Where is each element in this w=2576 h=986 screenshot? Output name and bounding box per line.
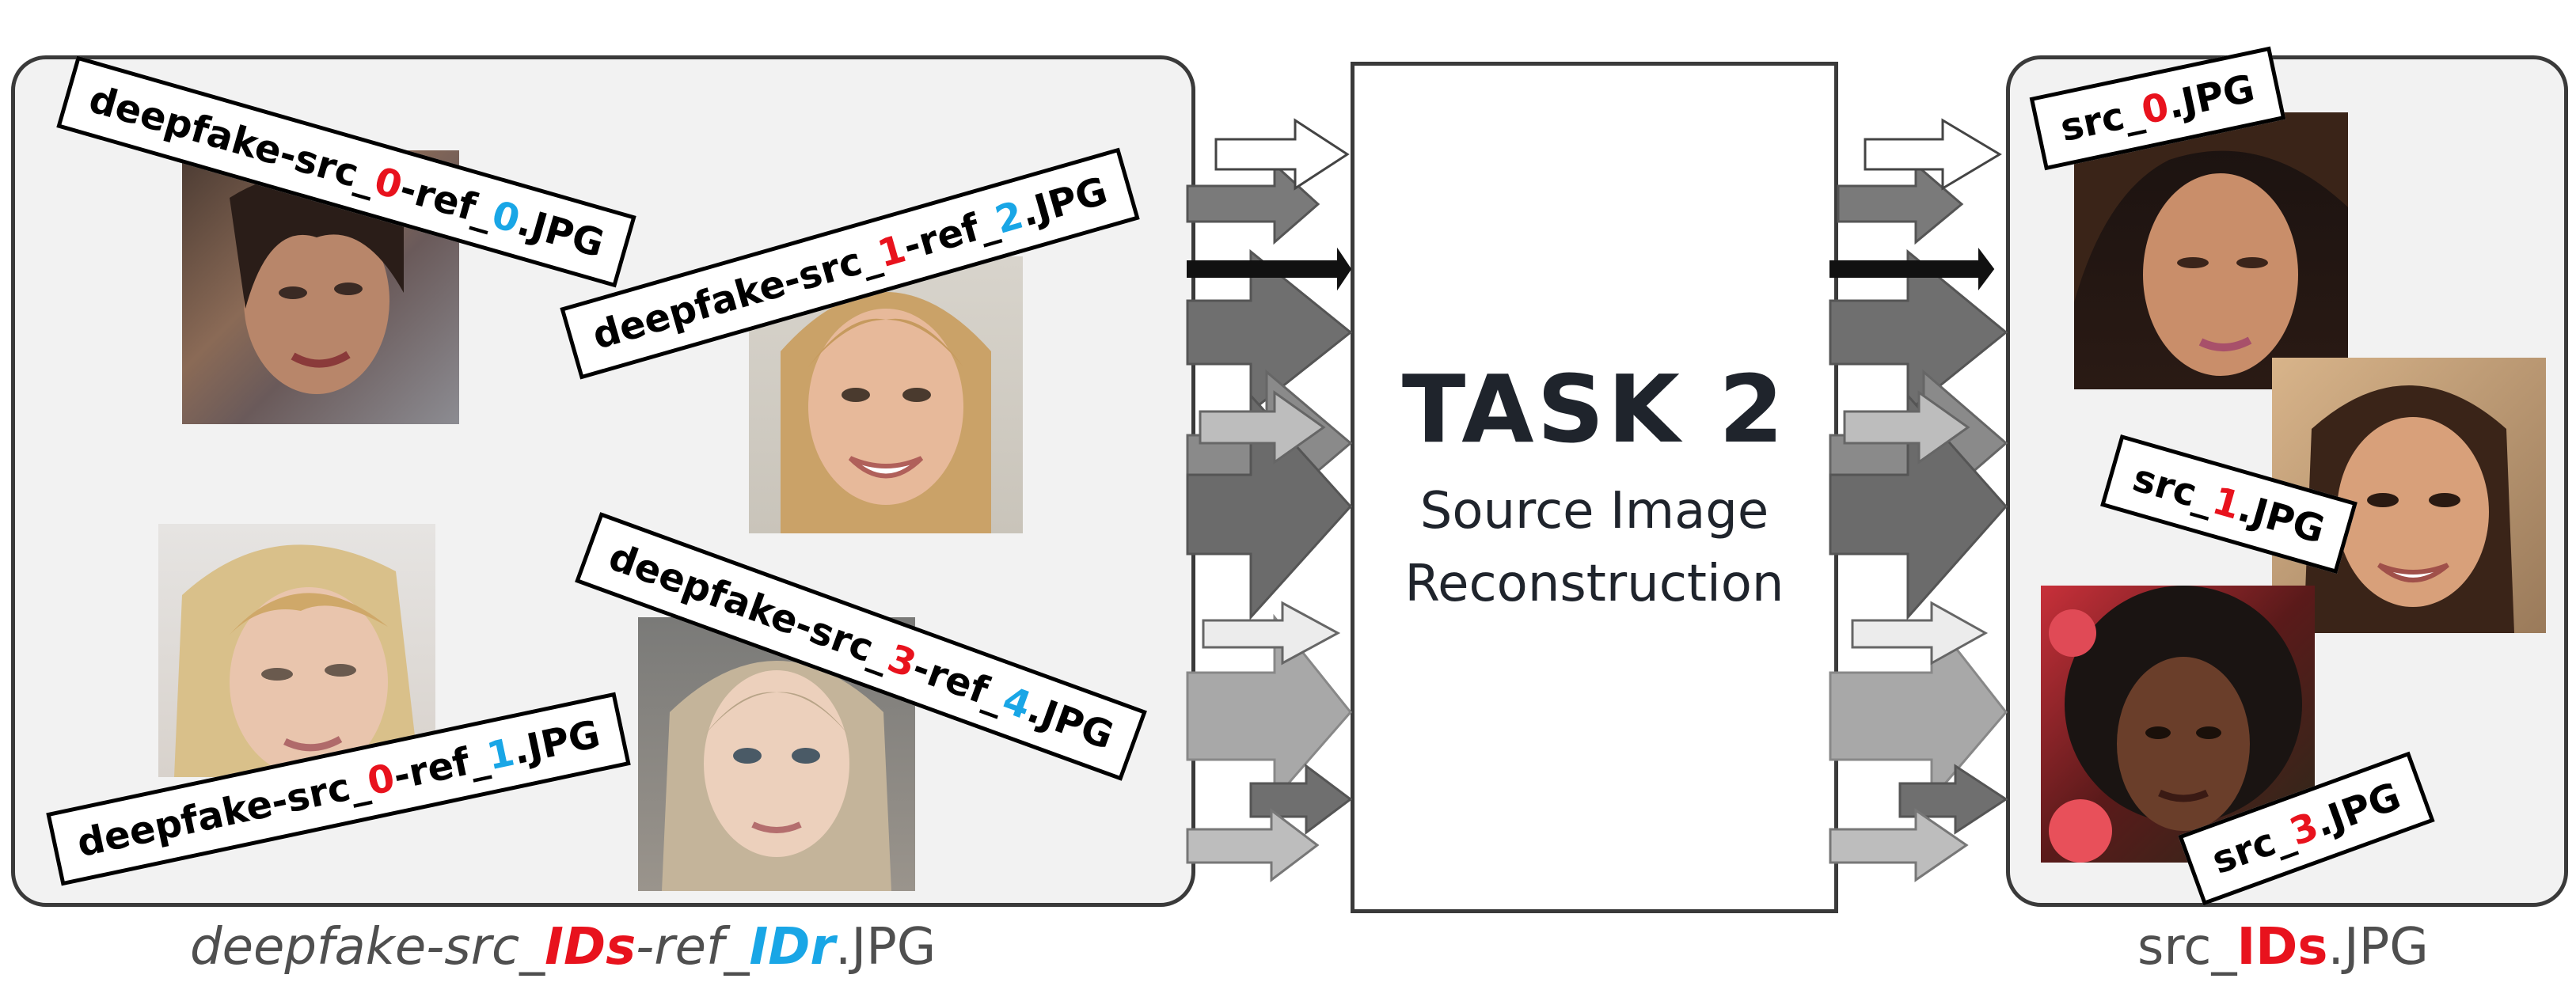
tag-mid: -ref_ — [394, 165, 500, 236]
task-subtitle-line1: Source Image — [1419, 482, 1769, 540]
tag-prefix: src_ — [2206, 813, 2300, 883]
face-illustration — [781, 292, 991, 533]
left-panel-caption: deepfake-src_IDs-ref_IDr.JPG — [190, 918, 936, 977]
caption-prefix: src_ — [2137, 918, 2237, 977]
face-image-src3 — [2041, 586, 2315, 863]
caption-src-id: IDs — [545, 918, 636, 977]
tag-prefix: src_ — [2128, 455, 2221, 521]
arrow-shape — [1837, 161, 1964, 245]
arrow-shape — [1186, 248, 1353, 415]
arrow-shape — [1186, 613, 1352, 802]
arrow-shape — [1829, 248, 1995, 290]
arrows-task-to-right — [1829, 118, 2008, 882]
tag-ext: .JPG — [512, 199, 610, 267]
caption-ext: .JPG — [2327, 918, 2429, 977]
arrow-shape — [1249, 764, 1353, 835]
arrow-shape — [1898, 764, 2008, 835]
arrow-shape — [1864, 118, 2002, 191]
tag-mid: -ref_ — [389, 735, 492, 799]
arrow-shape — [1843, 390, 1970, 465]
face-illustration — [2304, 385, 2514, 633]
arrow-shape — [1186, 161, 1320, 245]
tag-mid: -ref_ — [906, 645, 1013, 720]
task-box: TASK 2 Source Image Reconstruction — [1351, 62, 1838, 913]
tag-ext: .JPG — [2163, 66, 2259, 128]
task-title: TASK 2 — [1401, 355, 1788, 464]
tag-prefix: src_ — [2056, 89, 2147, 151]
arrow-shape — [1829, 808, 1969, 882]
caption-ext: .JPG — [834, 918, 937, 977]
tag-ext: .JPG — [2232, 485, 2330, 553]
face-illustration — [174, 544, 420, 777]
face-image-deepfake-src3-ref4 — [638, 617, 915, 891]
tag-mid: -ref_ — [898, 199, 1003, 270]
right-panel-caption: src_IDs.JPG — [2137, 918, 2429, 977]
tag-ext: .JPG — [1021, 686, 1119, 759]
arrows-left-to-task — [1186, 118, 1353, 883]
face-illustration — [2049, 586, 2302, 863]
face-image-src1 — [2272, 358, 2546, 633]
arrow-shape — [1214, 118, 1350, 191]
arrow-shape — [1199, 390, 1326, 465]
arrow-shape — [1186, 807, 1320, 883]
arrow-shape — [1202, 601, 1341, 666]
arrow-shape — [1186, 393, 1353, 620]
task-subtitle-line2: Reconstruction — [1404, 555, 1784, 613]
arrow-shape — [1829, 393, 2008, 620]
tag-ext: .JPG — [508, 711, 604, 774]
arrow-shape — [1829, 248, 2008, 415]
face-image-src0 — [2074, 112, 2348, 389]
arrow-shape — [1851, 601, 1989, 666]
face-illustration — [2074, 112, 2348, 376]
caption-src-id: IDs — [2236, 918, 2328, 977]
caption-ref-id: IDr — [749, 918, 835, 977]
tag-ext: .JPG — [2308, 774, 2407, 846]
caption-mid: -ref_ — [636, 918, 750, 977]
tag-ext: .JPG — [1016, 169, 1113, 236]
caption-prefix: deepfake-src_ — [190, 918, 545, 977]
face-illustration — [662, 661, 891, 891]
task-subtitle: Source Image Reconstruction — [1405, 475, 1784, 620]
arrow-shape — [1187, 247, 1352, 291]
face-image-deepfake-src0-ref1 — [158, 524, 435, 777]
